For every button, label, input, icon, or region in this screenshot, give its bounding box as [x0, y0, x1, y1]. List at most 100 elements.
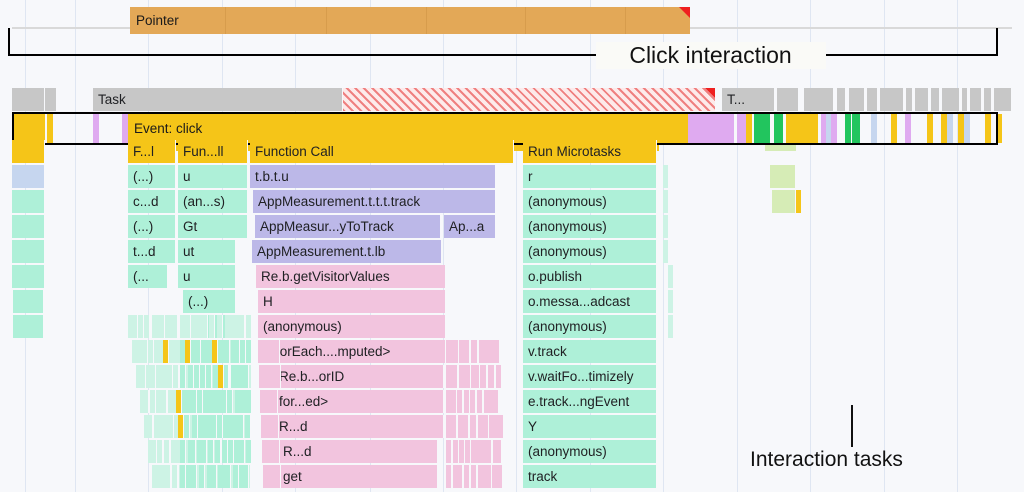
- task-block[interactable]: [994, 88, 1012, 111]
- event-block-green[interactable]: [852, 114, 860, 143]
- micro-bar[interactable]: [246, 390, 252, 413]
- flame-bar[interactable]: v.waitFo...timizely: [523, 365, 657, 388]
- flame-bar[interactable]: Function Call: [250, 140, 514, 163]
- micro-bar[interactable]: [138, 315, 144, 338]
- task-block[interactable]: [962, 88, 968, 111]
- micro-bar[interactable]: [233, 465, 239, 488]
- left-block[interactable]: [12, 215, 45, 238]
- micro-bar[interactable]: [496, 365, 502, 388]
- event-block[interactable]: [927, 114, 933, 143]
- micro-bar[interactable]: [488, 365, 495, 388]
- event-click-block[interactable]: Event: click: [128, 114, 688, 143]
- task-block-main[interactable]: Task: [93, 88, 343, 111]
- flame-bar[interactable]: (...): [183, 290, 236, 313]
- task-block[interactable]: [777, 88, 799, 111]
- micro-bar[interactable]: [190, 440, 196, 463]
- micro-bar[interactable]: [142, 340, 148, 363]
- flame-bar[interactable]: v.track: [523, 340, 657, 363]
- micro-bar[interactable]: [172, 315, 178, 338]
- micro-bar[interactable]: [143, 390, 149, 413]
- flame-bar[interactable]: Run Microtasks: [523, 140, 657, 163]
- micro-bar[interactable]: [173, 365, 179, 388]
- event-block-green[interactable]: [774, 114, 783, 143]
- micro-bar[interactable]: [452, 365, 458, 388]
- event-block[interactable]: [93, 114, 99, 143]
- micro-bar[interactable]: [180, 465, 186, 488]
- micro-bar[interactable]: [273, 415, 279, 438]
- micro-bar[interactable]: [243, 465, 249, 488]
- micro-bar[interactable]: [485, 440, 492, 463]
- micro-bar[interactable]: [497, 465, 503, 488]
- left-block[interactable]: [12, 140, 45, 163]
- task-block[interactable]: [880, 88, 904, 111]
- flame-bar[interactable]: (anonymous): [523, 215, 657, 238]
- task-block[interactable]: [931, 88, 940, 111]
- event-block[interactable]: [891, 114, 897, 143]
- micro-bar[interactable]: [497, 415, 504, 438]
- micro-bar[interactable]: [663, 190, 669, 213]
- flame-bar[interactable]: (anonymous): [523, 240, 657, 263]
- event-block-green[interactable]: [754, 114, 770, 143]
- event-block[interactable]: [786, 114, 818, 143]
- micro-bar[interactable]: [188, 365, 194, 388]
- flame-bar[interactable]: t.b.t.u: [250, 165, 496, 188]
- micro-bar[interactable]: [246, 340, 252, 363]
- task-block[interactable]: [942, 88, 960, 111]
- micro-bar[interactable]: [151, 440, 157, 463]
- task-block[interactable]: [804, 88, 834, 111]
- micro-bar[interactable]: [157, 440, 163, 463]
- micro-bar[interactable]: [453, 440, 459, 463]
- event-block-green[interactable]: [845, 114, 851, 143]
- event-block-violet[interactable]: [688, 114, 734, 143]
- micro-bar[interactable]: [224, 340, 230, 363]
- micro-bar[interactable]: [172, 465, 178, 488]
- micro-bar[interactable]: [180, 365, 186, 388]
- micro-bar[interactable]: [462, 415, 469, 438]
- event-block[interactable]: [871, 114, 877, 143]
- micro-bar[interactable]: [464, 465, 470, 488]
- event-block[interactable]: [941, 114, 947, 143]
- micro-bar[interactable]: [246, 315, 252, 338]
- micro-bar[interactable]: [246, 365, 252, 388]
- flame-bar[interactable]: (anonymous): [523, 190, 657, 213]
- micro-bar[interactable]: [464, 340, 470, 363]
- micro-bar[interactable]: [245, 415, 251, 438]
- micro-bar[interactable]: [451, 390, 457, 413]
- micro-bar[interactable]: [486, 465, 492, 488]
- micro-bar[interactable]: [161, 390, 167, 413]
- micro-bar[interactable]: [470, 390, 476, 413]
- micro-bar[interactable]: [234, 340, 240, 363]
- micro-bar[interactable]: [201, 440, 207, 463]
- micro-bar[interactable]: [240, 340, 246, 363]
- micro-bar[interactable]: [176, 390, 182, 413]
- flame-bar[interactable]: (anonymous): [258, 315, 446, 338]
- flame-bar[interactable]: R...d: [274, 415, 444, 438]
- flame-bar[interactable]: u: [178, 265, 236, 288]
- micro-bar[interactable]: [194, 365, 200, 388]
- micro-bar[interactable]: [140, 365, 146, 388]
- micro-bar[interactable]: [494, 340, 500, 363]
- event-block[interactable]: [821, 114, 827, 143]
- flame-bar[interactable]: (an...s): [178, 190, 248, 213]
- micro-bar[interactable]: [223, 365, 229, 388]
- flame-bar[interactable]: t...d: [128, 240, 176, 263]
- micro-bar[interactable]: [465, 365, 471, 388]
- task-block[interactable]: [915, 88, 929, 111]
- micro-bar[interactable]: [663, 165, 669, 188]
- event-block[interactable]: [905, 114, 911, 143]
- flame-bar[interactable]: r: [523, 165, 657, 188]
- micro-bar[interactable]: [221, 390, 227, 413]
- micro-bar[interactable]: [477, 390, 483, 413]
- micro-bar[interactable]: [272, 390, 278, 413]
- micro-bar[interactable]: [493, 390, 499, 413]
- left-block[interactable]: [12, 240, 45, 263]
- event-block[interactable]: [985, 114, 991, 143]
- micro-bar[interactable]: [238, 415, 244, 438]
- event-block[interactable]: [746, 114, 752, 143]
- micro-bar[interactable]: [148, 340, 154, 363]
- micro-bar[interactable]: [217, 315, 223, 338]
- micro-bar[interactable]: [199, 465, 205, 488]
- micro-bar[interactable]: [208, 440, 214, 463]
- micro-bar[interactable]: [246, 440, 252, 463]
- micro-bar[interactable]: [275, 365, 281, 388]
